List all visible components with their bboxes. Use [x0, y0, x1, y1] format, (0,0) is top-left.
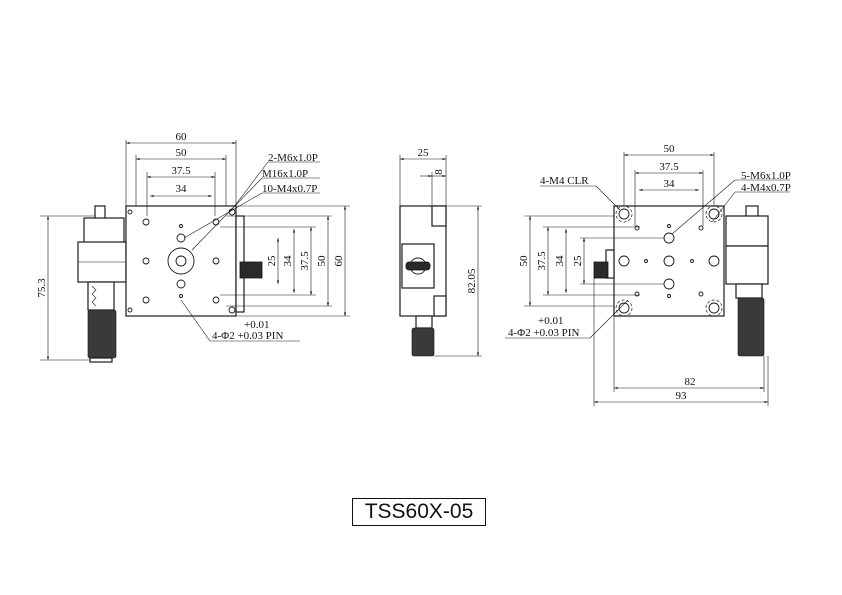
front-dim-left: 75.3 [36, 278, 48, 298]
bottom-dim-bottom-0: 82 [685, 376, 696, 388]
front-dim-right-4: 60 [333, 255, 345, 267]
bottom-dim-top-0: 50 [664, 143, 676, 155]
bottom-callout-0: 5-M6x1.0P [741, 170, 791, 182]
side-dim-top-1: 8 [433, 169, 445, 175]
front-plate [125, 205, 237, 317]
bottom-view: 50 37.5 34 50 37.5 34 25 82 93 5-M6x1.0 [505, 143, 791, 406]
front-dim-top-0: 60 [176, 131, 188, 143]
front-dim-top-2: 37.5 [171, 165, 191, 177]
front-dim-top-3: 34 [176, 183, 188, 195]
bottom-dim-left-1: 37.5 [536, 251, 548, 271]
bottom-callout-2: 4-M4 CLR [540, 175, 589, 187]
side-view: 25 8 82.05 [399, 147, 482, 357]
front-callout-1: M16x1.0P [262, 168, 308, 180]
bottom-dim-left-2: 34 [554, 255, 566, 267]
front-micrometer [77, 205, 127, 363]
bottom-pin-label: 4-Φ2 +0.03 PIN [508, 327, 579, 339]
front-holes [127, 208, 236, 314]
bottom-plate [613, 205, 725, 317]
bottom-dim-bottom-1: 93 [676, 390, 688, 402]
bottom-dim-top-1: 37.5 [659, 161, 679, 173]
front-pin-label: 4-Φ2 +0.03 PIN [212, 330, 283, 342]
front-dim-right-2: 37.5 [299, 251, 311, 271]
front-dim-right-3: 50 [316, 255, 328, 267]
side-dim-top-0: 25 [418, 147, 430, 159]
model-title: TSS60X-05 [352, 498, 486, 526]
front-callout-0: 2-M6x1.0P [268, 152, 318, 164]
center-bore [167, 247, 195, 275]
side-dim-right: 82.05 [466, 268, 478, 293]
front-dim-right-1: 34 [282, 255, 294, 267]
front-view: 60 50 37.5 34 25 34 37.5 50 60 75.3 2-M6… [36, 131, 350, 363]
bottom-dim-top-2: 34 [664, 178, 676, 190]
bottom-dim-left-3: 25 [572, 255, 584, 267]
bottom-callout-1: 4-M4x0.7P [741, 182, 791, 194]
bottom-dim-left-0: 50 [518, 255, 530, 267]
front-dim-top-1: 50 [176, 147, 188, 159]
front-callout-2: 10-M4x0.7P [262, 183, 317, 195]
front-dim-right-0: 25 [266, 255, 278, 267]
front-pin-tol: +0.01 [244, 319, 269, 331]
bottom-pin-tol: +0.01 [538, 315, 563, 327]
